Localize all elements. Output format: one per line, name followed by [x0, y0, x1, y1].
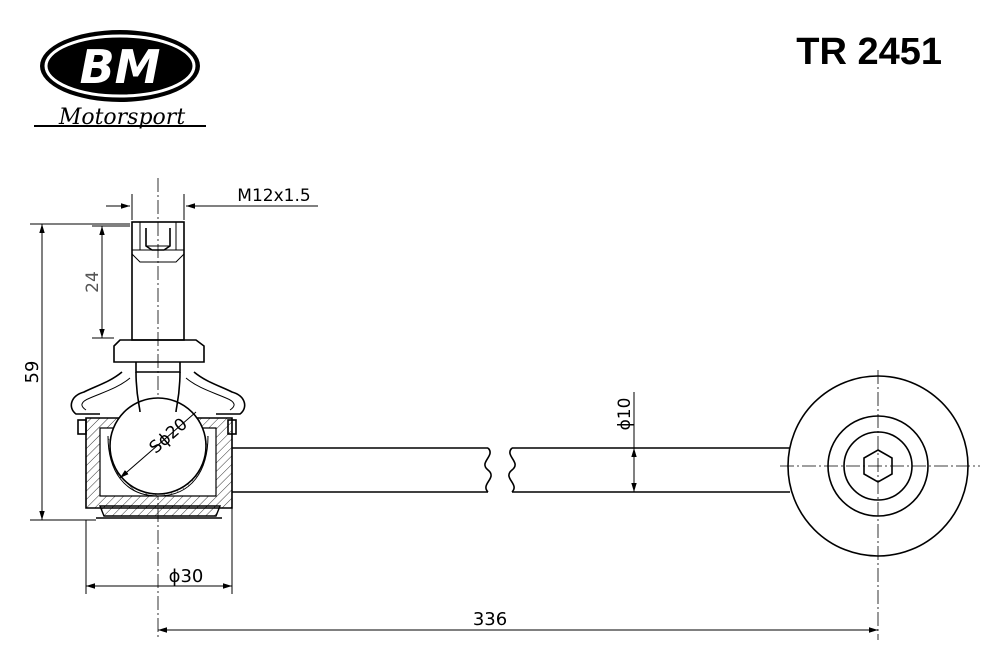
dim-rod: ϕ10: [615, 392, 637, 492]
dim-thread-length-label: 24: [83, 271, 103, 293]
rod: [232, 447, 790, 493]
dim-center-distance-label: 336: [473, 609, 507, 630]
dim-housing-label: ϕ30: [169, 566, 204, 587]
logo-oval: [40, 30, 200, 102]
ball-joint-housing: [70, 371, 246, 519]
dim-center-distance: 336: [158, 609, 878, 633]
threaded-stud: [113, 221, 205, 373]
logo-brand-text: BM: [80, 40, 161, 94]
dim-overall-height-label: 59: [22, 361, 43, 384]
dim-thread-length: 24: [83, 225, 130, 339]
brand-logo: BM Motorsport: [34, 30, 206, 130]
dim-rod-label: ϕ10: [615, 398, 635, 431]
eye-end: [787, 375, 969, 557]
dim-housing: ϕ30: [85, 500, 233, 594]
part-number: TR 2451: [796, 31, 942, 73]
dim-thread: M12x1.5: [106, 186, 318, 220]
ball: [109, 397, 207, 495]
dim-overall-height: 59: [22, 223, 130, 521]
dim-thread-label: M12x1.5: [237, 186, 310, 206]
